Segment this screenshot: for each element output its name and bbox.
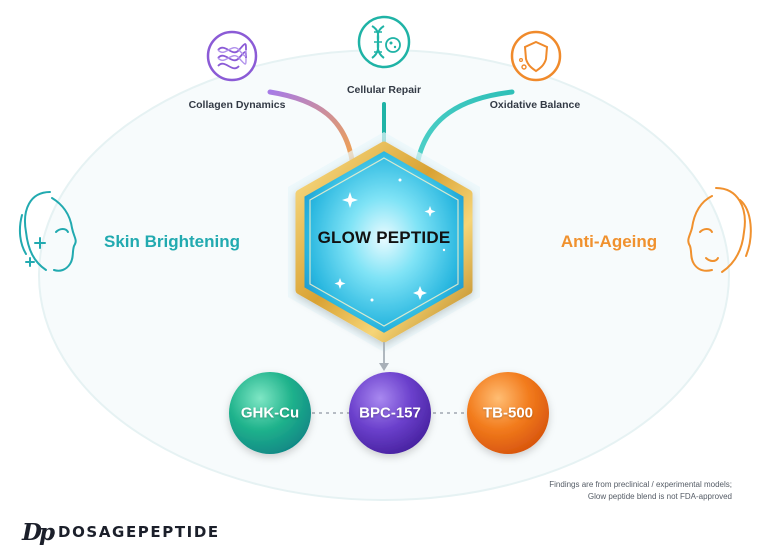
component-label-bpc-157: BPC-157 [359,404,421,422]
brand-logo: Dp DOSAGEPEPTIDE [22,518,220,546]
connector-arrowhead [379,363,389,371]
brand-mark: Dp [22,518,55,546]
sphere-tb-500 [467,372,549,454]
center-title: GLOW PEPTIDE [317,228,451,247]
collagen-mesh-icon [206,30,258,82]
hexagon-inner-border [309,157,459,327]
shield-icon [510,30,562,82]
face-profile-icon [687,187,752,273]
label-skin-brightening: Skin Brightening [104,232,240,251]
label-anti-ageing: Anti-Ageing [560,232,658,251]
center-hexagon [295,141,473,343]
branch-oxidative [415,89,515,163]
label-cellular-repair: Cellular Repair [346,84,422,96]
face-sparkle-icon [18,191,77,272]
dna-cell-icon [357,15,411,69]
disclaimer-line-1: Findings are from preclinical / experime… [549,480,732,489]
branch-collagen [267,89,355,163]
brand-name: DOSAGEPEPTIDE [58,523,220,541]
sparkle-icon [334,178,446,302]
sphere-ghk-cu [229,372,311,454]
label-oxidative-balance: Oxidative Balance [489,99,581,111]
disclaimer-line-2: Glow peptide blend is not FDA-approved [587,492,732,501]
disclaimer: Findings are from preclinical / experime… [549,479,732,503]
component-label-tb-500: TB-500 [482,404,534,422]
sphere-bpc-157 [349,372,431,454]
label-collagen-dynamics: Collagen Dynamics [188,99,286,111]
component-label-ghk-cu: GHK-Cu [240,404,300,422]
